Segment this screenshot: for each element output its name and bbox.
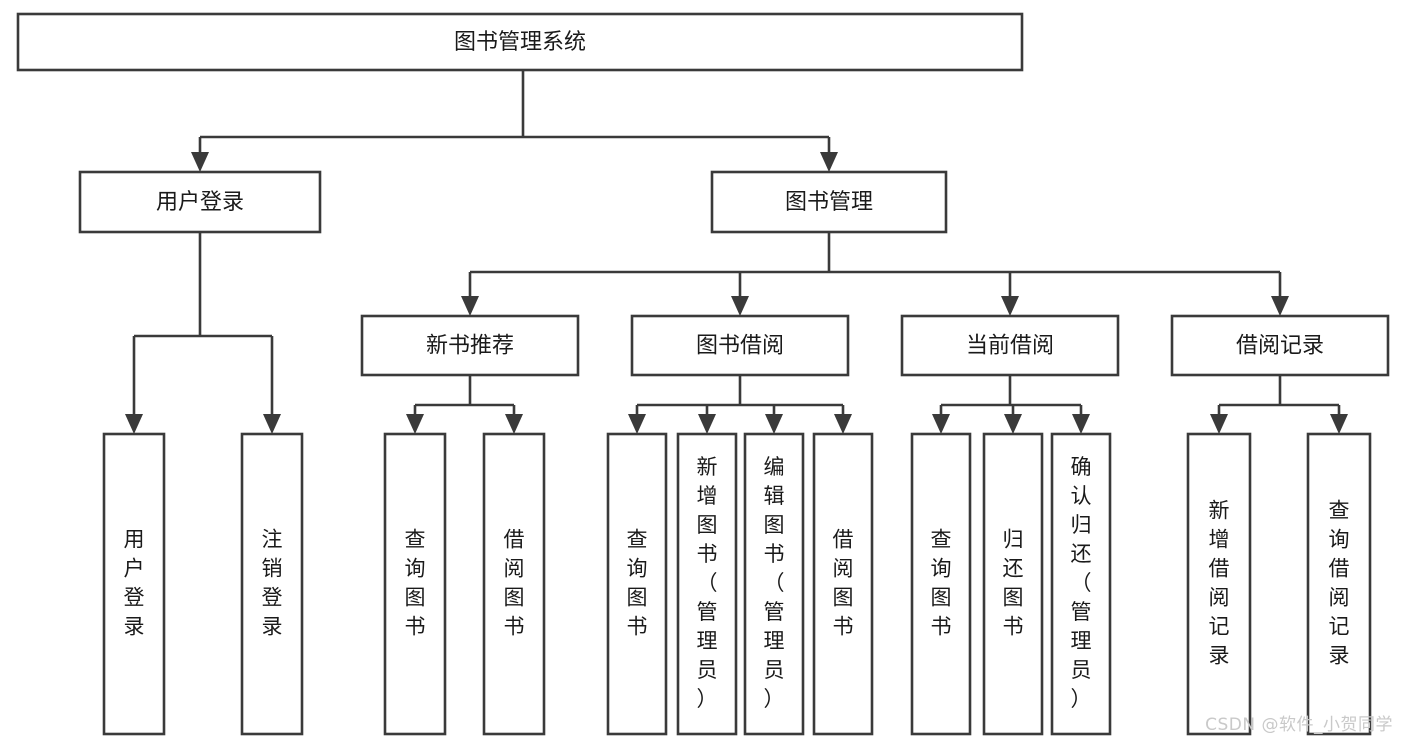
node-label-leaf-return-book: 归还图书 <box>1003 528 1024 639</box>
node-box-leaf-edit-book[interactable] <box>743 432 805 736</box>
node-label-leaf-confirm-return: 确认归还（管理员） <box>1071 455 1092 711</box>
node-box-leaf-borrow-book-2[interactable] <box>812 432 874 736</box>
node-box-leaf-query-book-3[interactable] <box>910 432 972 736</box>
node-box-leaf-return-book[interactable] <box>982 432 1044 736</box>
node-label-leaf-borrow-book-1: 借阅图书 <box>504 528 525 639</box>
node-label-root: 图书管理系统 <box>454 30 586 55</box>
node-box-new-book-recommend[interactable] <box>360 314 580 377</box>
node-box-user-login[interactable] <box>78 170 322 234</box>
node-label-leaf-edit-book: 编辑图书（管理员） <box>764 455 785 711</box>
node-label-book-borrow: 图书借阅 <box>696 334 784 359</box>
node-box-borrow-record[interactable] <box>1170 314 1390 377</box>
node-box-current-borrow[interactable] <box>900 314 1120 377</box>
node-box-root[interactable] <box>16 12 1024 72</box>
node-box-book-borrow[interactable] <box>630 314 850 377</box>
node-box-leaf-confirm-return[interactable] <box>1050 432 1112 736</box>
node-box-leaf-user-login[interactable] <box>102 432 166 736</box>
node-box-leaf-logout[interactable] <box>240 432 304 736</box>
node-label-leaf-user-login: 用户登录 <box>124 528 145 639</box>
node-box-leaf-borrow-book-1[interactable] <box>482 432 546 736</box>
node-label-leaf-query-record: 查询借阅记录 <box>1329 499 1350 668</box>
node-label-leaf-add-record: 新增借阅记录 <box>1209 499 1230 668</box>
node-label-book-manage: 图书管理 <box>785 190 873 215</box>
node-label-leaf-query-book-1: 查询图书 <box>405 528 426 639</box>
node-label-borrow-record: 借阅记录 <box>1236 334 1324 359</box>
node-label-leaf-query-book-3: 查询图书 <box>931 528 952 639</box>
connector-lines <box>125 70 1348 434</box>
node-box-leaf-add-book[interactable] <box>676 432 738 736</box>
node-box-leaf-query-book-2[interactable] <box>606 432 668 736</box>
node-label-leaf-logout: 注销登录 <box>262 528 283 639</box>
node-boxes <box>16 12 1390 736</box>
node-label-leaf-add-book: 新增图书（管理员） <box>697 455 718 711</box>
node-label-new-book-recommend: 新书推荐 <box>426 334 514 359</box>
node-labels: 图书管理系统用户登录图书管理新书推荐图书借阅当前借阅借阅记录用户登录注销登录查询… <box>124 30 1350 711</box>
node-label-user-login: 用户登录 <box>156 190 244 215</box>
node-box-book-manage[interactable] <box>710 170 948 234</box>
node-box-leaf-query-record[interactable] <box>1306 432 1372 736</box>
node-label-leaf-query-book-2: 查询图书 <box>627 528 648 639</box>
node-label-leaf-borrow-book-2: 借阅图书 <box>833 528 854 639</box>
node-box-leaf-add-record[interactable] <box>1186 432 1252 736</box>
node-label-current-borrow: 当前借阅 <box>966 334 1054 359</box>
node-box-leaf-query-book-1[interactable] <box>383 432 447 736</box>
